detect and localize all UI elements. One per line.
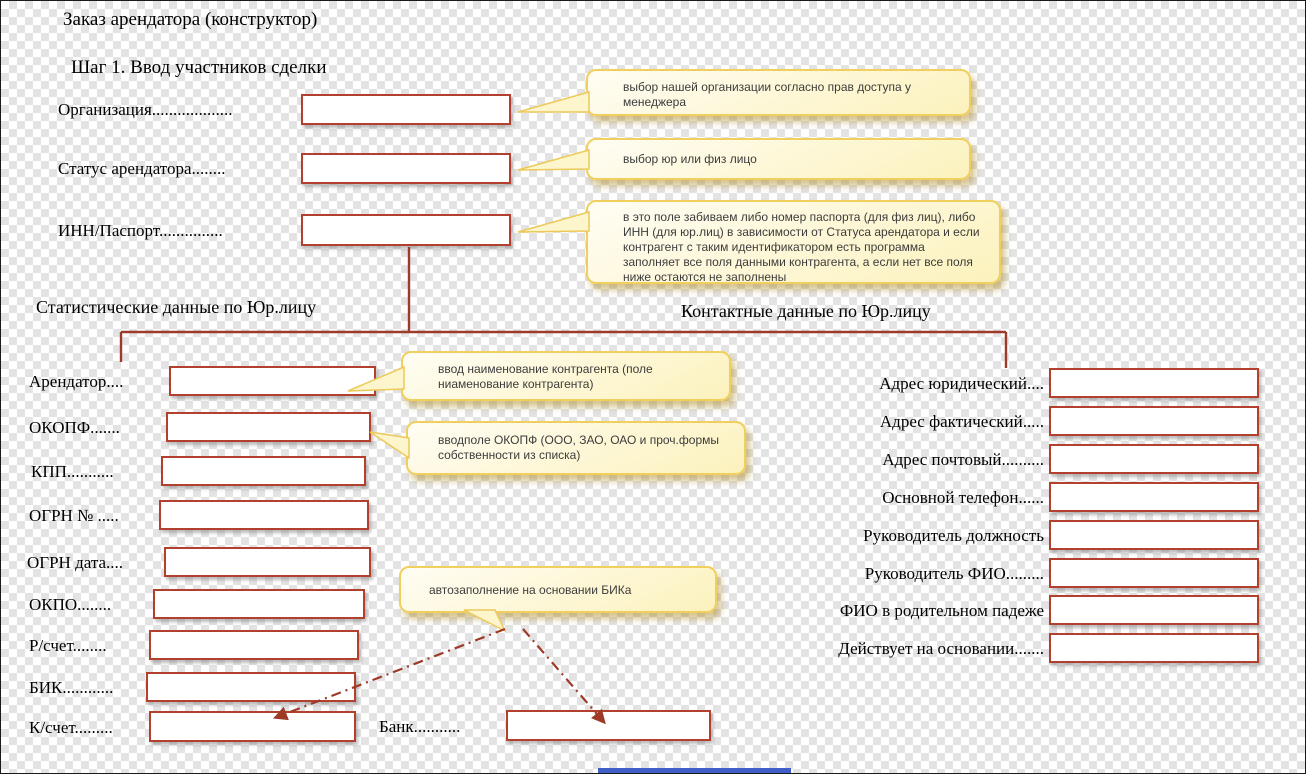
kpp-label: КПП...........	[31, 462, 114, 481]
head-position-input[interactable]	[1049, 520, 1259, 550]
head-fio-input[interactable]	[1049, 558, 1259, 588]
bottom-blue-line	[598, 768, 791, 773]
page-title: Заказ арендатора (конструктор)	[63, 9, 318, 30]
actual-address-label: Адрес фактический.....	[879, 412, 1044, 431]
callout-autofill-bik: автозаполнение на основании БИКа	[399, 566, 717, 613]
bank-input[interactable]	[506, 710, 711, 741]
fio-genitive-input[interactable]	[1049, 595, 1259, 625]
organization-input[interactable]	[301, 94, 511, 125]
tenant-name-label: Арендатор....	[29, 372, 124, 391]
main-phone-input[interactable]	[1049, 482, 1259, 512]
callout-tail-inn	[517, 211, 590, 233]
tenant-status-input[interactable]	[301, 153, 511, 184]
head-fio-label: Руководитель ФИО.........	[864, 564, 1044, 583]
inn-passport-label: ИНН/Паспорт...............	[58, 221, 223, 240]
legal-address-input[interactable]	[1049, 368, 1259, 398]
kpp-input[interactable]	[161, 456, 366, 486]
acts-on-basis-input[interactable]	[1049, 633, 1259, 663]
bank-label: Банк...........	[379, 717, 461, 736]
tenant-name-input[interactable]	[169, 366, 376, 396]
callout-tail-status	[517, 149, 590, 171]
callout-tail-okopf	[369, 431, 410, 460]
ogrn-number-input[interactable]	[159, 500, 369, 530]
postal-address-label: Адрес почтовый..........	[882, 450, 1044, 469]
callout-contractor-name: ввод наименование контрагента (поле ниам…	[401, 351, 731, 401]
section-heading-statistics: Статистические данные по Юр.лицу	[36, 297, 317, 317]
okopf-label: ОКОПФ.......	[29, 418, 120, 437]
actual-address-input[interactable]	[1049, 406, 1259, 436]
callout-inn: в это поле забиваем либо номер паспорта …	[586, 200, 1001, 284]
okpo-input[interactable]	[153, 589, 365, 619]
settlement-account-label: Р/счет........	[29, 636, 107, 655]
postal-address-input[interactable]	[1049, 444, 1259, 474]
ogrn-date-label: ОГРН дата....	[27, 553, 124, 572]
settlement-account-input[interactable]	[149, 630, 359, 660]
legal-address-label: Адрес юридический....	[879, 374, 1044, 393]
organization-label: Организация...................	[58, 100, 233, 119]
callout-okopf: вводполе ОКОПФ (ООО, ЗАО, ОАО и проч.фор…	[406, 421, 746, 475]
step-heading: Шаг 1. Ввод участников сделки	[71, 57, 327, 78]
corr-account-label: К/счет.........	[29, 718, 113, 737]
ogrn-number-label: ОГРН № .....	[29, 506, 119, 525]
acts-on-basis-label: Действует на основании.......	[838, 639, 1044, 658]
section-heading-contacts: Контактные данные по Юр.лицу	[681, 301, 931, 321]
head-position-label: Руководитель должность	[863, 526, 1044, 545]
okpo-label: ОКПО........	[29, 595, 112, 614]
callout-organization: выбор нашей организации согласно прав до…	[586, 69, 971, 116]
bik-label: БИК............	[29, 678, 114, 697]
okopf-input[interactable]	[166, 412, 371, 442]
fio-genitive-label: ФИО в родительном падеже	[839, 601, 1044, 620]
tenant-status-label: Статус арендатора........	[58, 159, 226, 178]
main-phone-label: Основной телефон......	[882, 488, 1044, 507]
callout-tail-autofill	[463, 609, 507, 633]
ogrn-date-input[interactable]	[164, 547, 371, 577]
callout-status: выбор юр или физ лицо	[586, 138, 971, 180]
bik-input[interactable]	[146, 672, 356, 702]
inn-passport-input[interactable]	[301, 214, 511, 246]
autofill-arrow-right	[522, 628, 606, 725]
corr-account-input[interactable]	[149, 711, 356, 742]
callout-tail-organization	[517, 91, 590, 113]
